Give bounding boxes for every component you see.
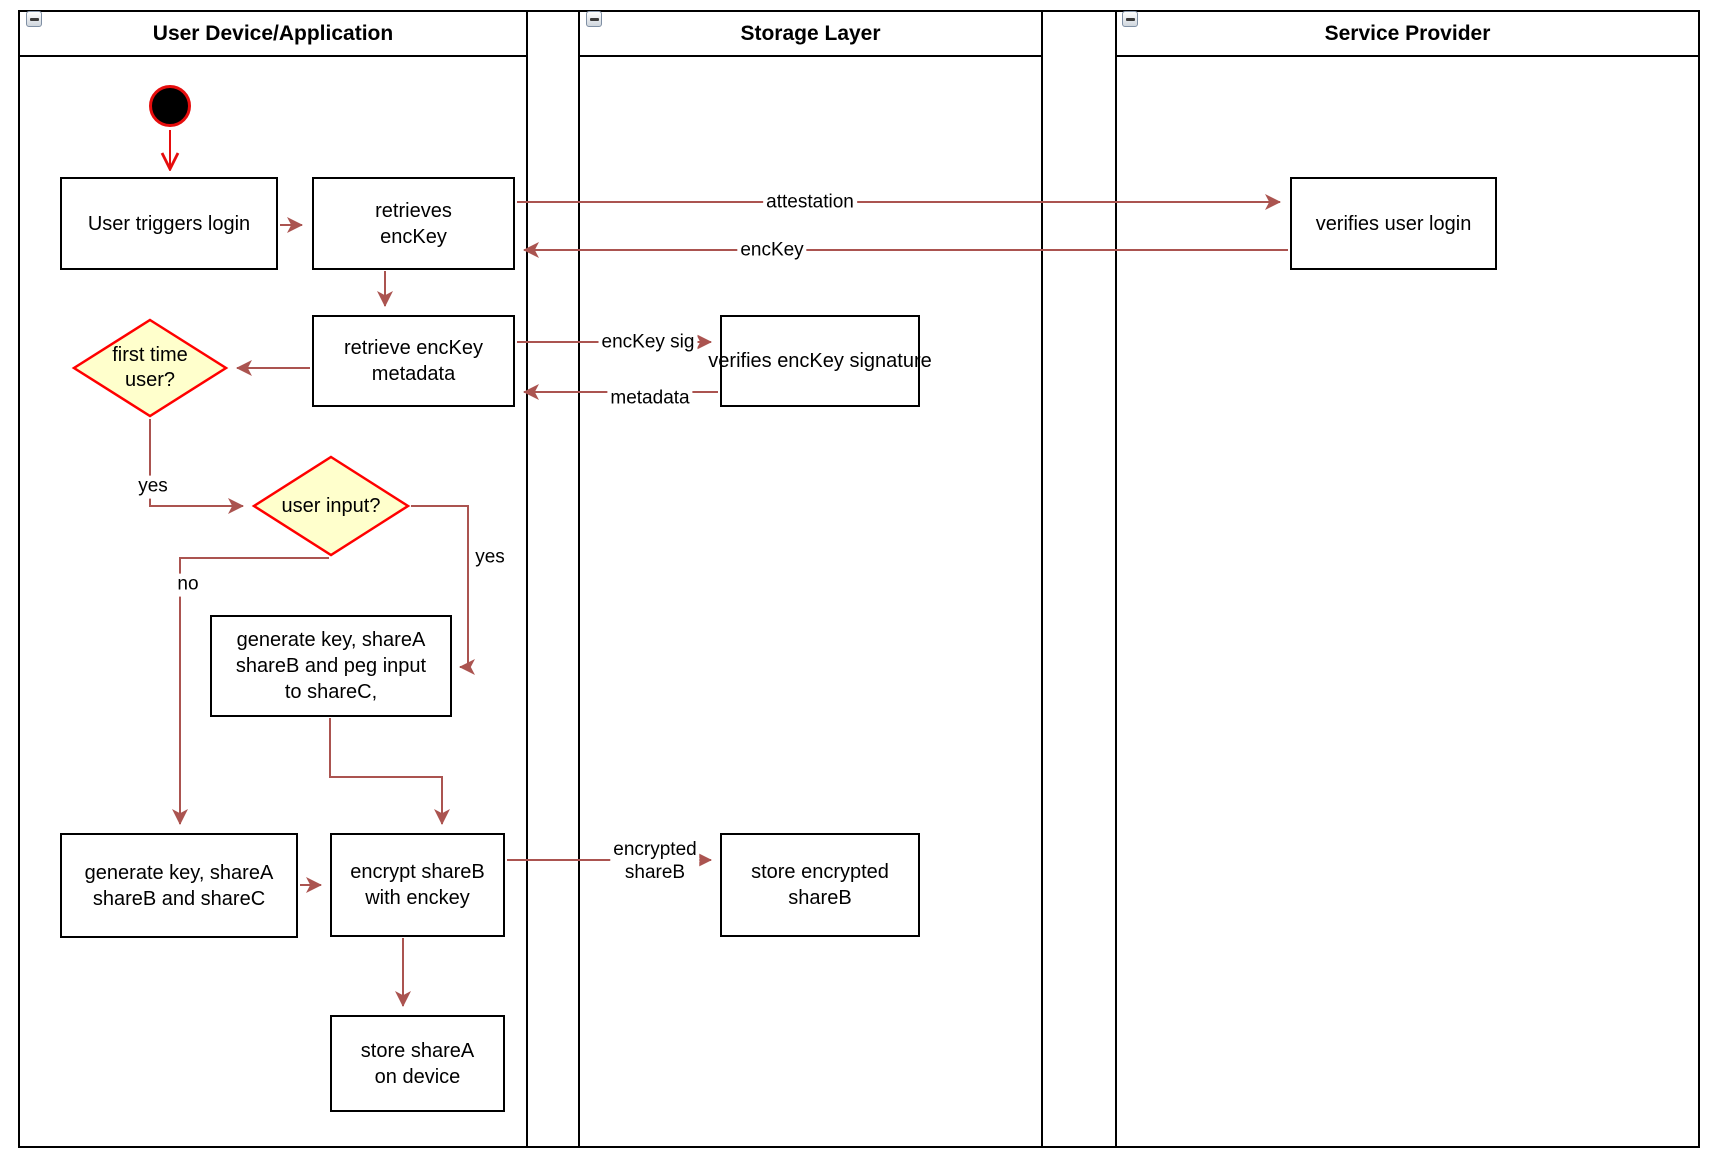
edge-label-encrypted-shareb: encrypted shareB bbox=[610, 839, 700, 885]
edge-first-time-yes bbox=[149, 419, 244, 514]
edge-label-yes-user-input: yes bbox=[472, 546, 508, 570]
start-node[interactable] bbox=[149, 85, 191, 127]
collapse-button-user-device[interactable] bbox=[26, 11, 42, 27]
lane-title-user-device: User Device/Application bbox=[152, 21, 394, 45]
edge-label-no-user-input: no bbox=[174, 573, 202, 597]
edge-label-metadata: metadata bbox=[607, 387, 693, 411]
edge-user-input-yes bbox=[411, 505, 475, 675]
node-user-triggers-login[interactable]: User triggers login bbox=[60, 177, 278, 270]
collapse-button-storage-layer[interactable] bbox=[586, 11, 602, 27]
node-retrieve-enckey-metadata[interactable]: retrieve encKey metadata bbox=[312, 315, 515, 407]
edge-label-yes-first-time: yes bbox=[135, 475, 171, 499]
decision-first-time-user[interactable]: first time user? bbox=[71, 318, 229, 418]
node-generate-key-shares[interactable]: generate key, shareA shareB and shareC bbox=[60, 833, 298, 938]
node-generate-peg-input[interactable]: generate key, shareA shareB and peg inpu… bbox=[210, 615, 452, 717]
edge-label-enckey-sig: encKey sig bbox=[598, 331, 698, 355]
lane-header-user-device: User Device/Application bbox=[20, 12, 526, 57]
collapse-button-service-provider[interactable] bbox=[1122, 11, 1138, 27]
minus-icon bbox=[589, 17, 599, 21]
minus-icon bbox=[29, 17, 39, 21]
lane-header-storage-layer: Storage Layer bbox=[580, 12, 1041, 57]
edge-user-input-no bbox=[172, 557, 329, 825]
lane-title-storage-layer: Storage Layer bbox=[740, 21, 881, 45]
minus-icon bbox=[1125, 17, 1135, 21]
node-retrieves-enckey[interactable]: retrieves encKey bbox=[312, 177, 515, 270]
edge-peg-to-encrypt bbox=[329, 718, 450, 825]
node-encrypt-shareb[interactable]: encrypt shareB with enckey bbox=[330, 833, 505, 937]
diamond-shape bbox=[251, 455, 411, 557]
lane-title-service-provider: Service Provider bbox=[1324, 21, 1491, 45]
lane-storage-layer: Storage Layer bbox=[578, 10, 1043, 1148]
node-verifies-user-login[interactable]: verifies user login bbox=[1290, 177, 1497, 270]
diamond-shape bbox=[71, 318, 229, 418]
node-store-sharea[interactable]: store shareA on device bbox=[330, 1015, 505, 1112]
lane-service-provider: Service Provider bbox=[1115, 10, 1700, 1148]
node-verifies-enckey-signature[interactable]: verifies encKey signature bbox=[708, 315, 932, 407]
decision-user-input[interactable]: user input? bbox=[251, 455, 411, 557]
edge-label-attestation: attestation bbox=[763, 191, 857, 215]
node-store-encrypted-shareb[interactable]: store encrypted shareB bbox=[720, 833, 920, 937]
lane-user-device: User Device/Application bbox=[18, 10, 528, 1148]
edge-label-enckey: encKey bbox=[737, 239, 807, 263]
lane-header-service-provider: Service Provider bbox=[1117, 12, 1698, 57]
